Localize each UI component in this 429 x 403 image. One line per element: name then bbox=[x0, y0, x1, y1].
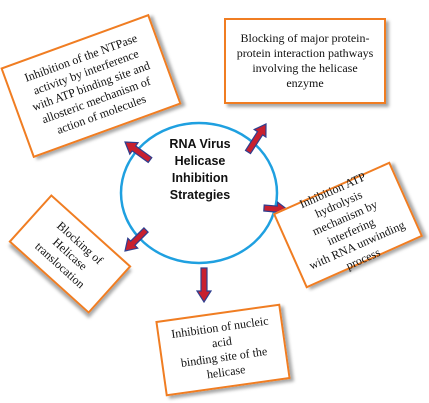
strategy-text-line: Blocking of major protein- bbox=[240, 31, 370, 45]
center-title-line: Helicase bbox=[174, 154, 226, 168]
strategy-text-line: involving the helicase bbox=[252, 61, 358, 75]
arrow-to-translocation bbox=[124, 227, 149, 252]
center-title: RNA Virus Helicase Inhibition Strategies bbox=[140, 136, 260, 204]
center-title-line: RNA Virus bbox=[169, 137, 231, 151]
center-title-line: Inhibition bbox=[171, 171, 229, 185]
arrow-to-nucleic-acid bbox=[195, 267, 213, 304]
center-title-line: Strategies bbox=[169, 188, 231, 202]
strategy-box-protein-interaction: Blocking of major protein- protein inter… bbox=[224, 18, 386, 104]
arrow-to-ntpase bbox=[124, 141, 153, 164]
arrow-to-protein-interaction bbox=[244, 123, 267, 155]
strategy-text-line: enzyme bbox=[286, 76, 324, 90]
center-ellipse bbox=[119, 121, 279, 265]
strategy-text-line: protein interaction pathways bbox=[236, 46, 374, 60]
